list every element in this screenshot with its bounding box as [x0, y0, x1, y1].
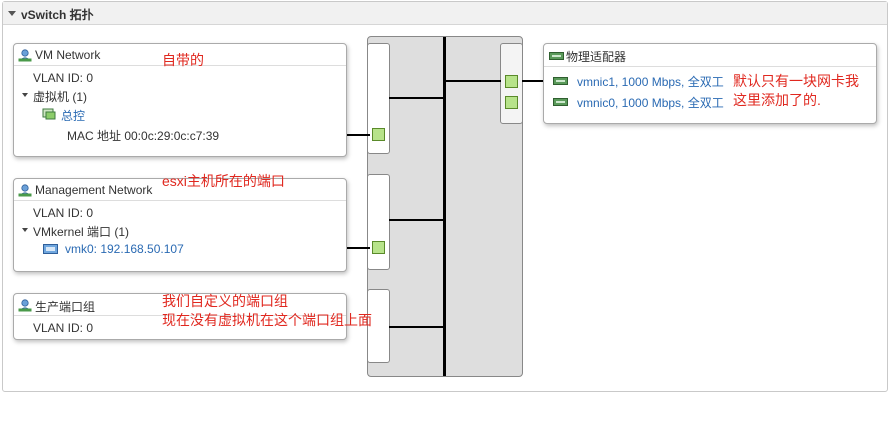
collapse-caret-icon[interactable] [8, 11, 16, 16]
port-group-header: 生产端口组 [14, 294, 346, 316]
expand-caret-icon[interactable] [22, 228, 28, 232]
vm-link[interactable]: 总控 [61, 109, 86, 123]
management-port-line [347, 247, 370, 249]
switch-backbone-line [443, 37, 446, 376]
annotation-vm-network: 自带的 [162, 52, 204, 68]
port-group-header: Management Network [14, 179, 346, 201]
port-group-name: Management Network [35, 183, 153, 197]
nic-connector-line [522, 80, 544, 82]
vm-network-port-icon [372, 128, 385, 141]
annotation-management: esxi主机所在的端口 [162, 173, 285, 189]
physical-adapters-title: 物理适配器 [566, 50, 627, 64]
management-link-line [389, 219, 445, 221]
annotation-nic-2: 这里添加了的. [733, 92, 821, 108]
vm-icon [42, 108, 56, 120]
panel-header[interactable]: vSwitch 拓扑 [3, 2, 887, 25]
vmkernel-nic-icon [43, 244, 58, 254]
network-card-icon [553, 98, 568, 106]
port-group-vm-network[interactable]: VM Network VLAN ID: 0 虚拟机 (1) 总控 MAC 地址 … [13, 43, 347, 157]
vmk0-link[interactable]: vmk0: 192.168.50.107 [65, 242, 184, 256]
vmnic1-link[interactable]: vmnic1, 1000 Mbps, 全双工 [577, 75, 724, 89]
physical-adapters-box[interactable]: 物理适配器 vmnic1, 1000 Mbps, 全双工 vmnic0, 100… [543, 43, 877, 124]
panel-title: vSwitch 拓扑 [21, 8, 94, 22]
vlan-id: VLAN ID: 0 [33, 206, 94, 220]
port-group-icon [18, 299, 32, 312]
physical-adapters-header: 物理适配器 [544, 44, 876, 67]
annotation-production-1: 我们自定义的端口组 [162, 293, 288, 309]
annotation-production-2: 现在没有虚拟机在这个端口组上面 [162, 312, 372, 328]
expand-caret-icon[interactable] [22, 93, 28, 97]
production-link-line [389, 326, 445, 328]
port-group-icon [18, 49, 32, 62]
mac-address: MAC 地址 00:0c:29:0c:c7:39 [67, 129, 220, 143]
port-group-production[interactable]: 生产端口组 VLAN ID: 0 [13, 293, 347, 340]
port-group-name: 生产端口组 [35, 300, 96, 314]
vlan-id: VLAN ID: 0 [33, 321, 94, 335]
uplink-line [444, 80, 501, 82]
vm-section-label[interactable]: 虚拟机 (1) [33, 90, 88, 104]
vm-network-port-line [347, 134, 370, 136]
management-port-tab [367, 174, 390, 270]
management-port-icon [372, 241, 385, 254]
vmnic0-uplink-port-icon [505, 96, 518, 109]
port-group-header: VM Network [14, 44, 346, 66]
port-group-name: VM Network [35, 48, 101, 62]
vlan-id: VLAN ID: 0 [33, 71, 94, 85]
network-card-icon [553, 77, 568, 85]
annotation-nic-1: 默认只有一块网卡我 [733, 73, 859, 89]
vmkernel-section-label[interactable]: VMkernel 端口 (1) [33, 225, 130, 239]
vmnic0-link[interactable]: vmnic0, 1000 Mbps, 全双工 [577, 96, 724, 110]
vm-network-link-line [389, 97, 445, 99]
network-card-icon [549, 52, 564, 60]
port-group-management-network[interactable]: Management Network VLAN ID: 0 VMkernel 端… [13, 178, 347, 272]
port-group-icon [18, 184, 32, 197]
vmnic1-uplink-port-icon [505, 75, 518, 88]
